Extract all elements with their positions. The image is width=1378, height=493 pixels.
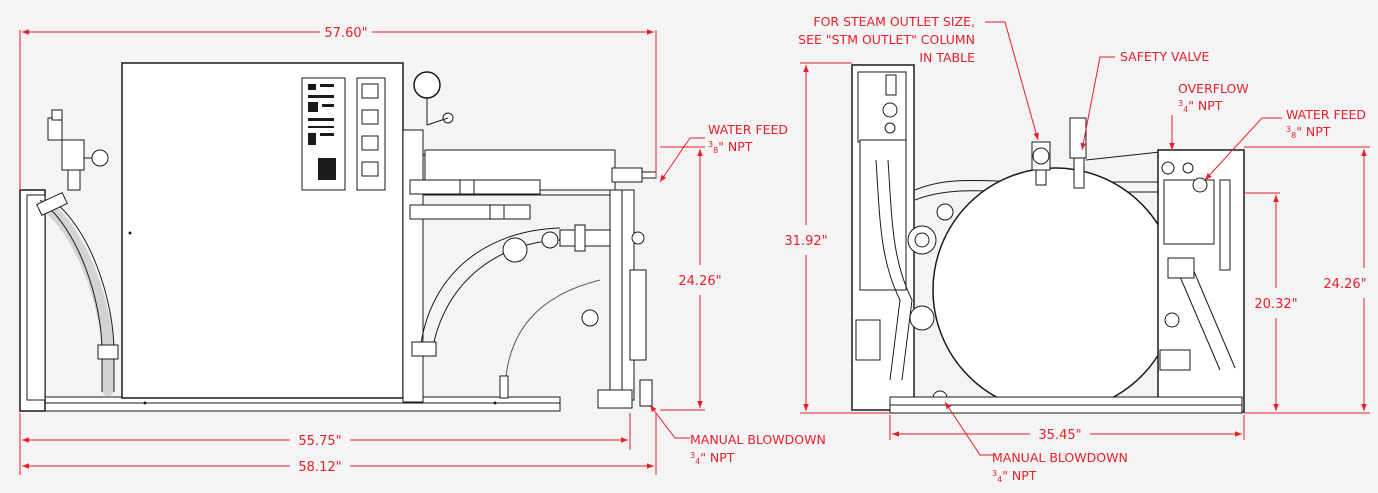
callout-safety-valve: SAFETY VALVE — [1120, 49, 1209, 64]
dim-overall-width-bottom: 58.12" — [298, 460, 341, 475]
svg-text:FOR STEAM OUTLET SIZE,: FOR STEAM OUTLET SIZE, — [813, 14, 975, 29]
dim-overall-width-top: 57.60" — [324, 26, 367, 41]
callout-manual-blowdown-right: MANUAL BLOWDOWN 34" NPT — [992, 450, 1128, 484]
callout-steam-outlet: FOR STEAM OUTLET SIZE, SEE "STM OUTLET" … — [798, 14, 975, 65]
side-view-dimensions — [800, 21, 1370, 456]
side-view — [851, 64, 1245, 414]
svg-text:34" NPT: 34" NPT — [992, 468, 1037, 484]
callout-manual-blowdown-left: MANUAL BLOWDOWN 34" NPT — [690, 432, 826, 466]
svg-text:WATER FEED: WATER FEED — [708, 122, 788, 137]
svg-text:SEE "STM OUTLET" COLUMN: SEE "STM OUTLET" COLUMN — [798, 32, 975, 47]
dim-water-feed-height-right: 24.26" — [1323, 277, 1366, 292]
dim-water-feed-height-left: 24.26" — [678, 274, 721, 289]
svg-text:IN TABLE: IN TABLE — [919, 50, 975, 65]
dim-overflow-height: 20.32" — [1254, 297, 1297, 312]
dim-overall-height: 31.92" — [784, 234, 827, 249]
dim-base-width: 55.75" — [298, 434, 341, 449]
svg-text:WATER FEED: WATER FEED — [1286, 107, 1366, 122]
svg-text:34" NPT: 34" NPT — [1178, 98, 1223, 114]
callout-overflow: OVERFLOW 34" NPT — [1178, 81, 1249, 114]
svg-text:OVERFLOW: OVERFLOW — [1178, 81, 1249, 96]
callout-water-feed-left: WATER FEED 38" NPT — [708, 122, 788, 155]
front-view — [19, 62, 657, 412]
svg-text:MANUAL BLOWDOWN: MANUAL BLOWDOWN — [992, 450, 1128, 465]
svg-text:38" NPT: 38" NPT — [1286, 124, 1331, 140]
dim-side-width: 35.45" — [1038, 428, 1081, 443]
svg-text:38" NPT: 38" NPT — [708, 139, 753, 155]
front-view-dimensions — [19, 29, 705, 475]
svg-text:34" NPT: 34" NPT — [690, 450, 735, 466]
callout-water-feed-right: WATER FEED 38" NPT — [1286, 107, 1366, 140]
svg-text:MANUAL BLOWDOWN: MANUAL BLOWDOWN — [690, 432, 826, 447]
